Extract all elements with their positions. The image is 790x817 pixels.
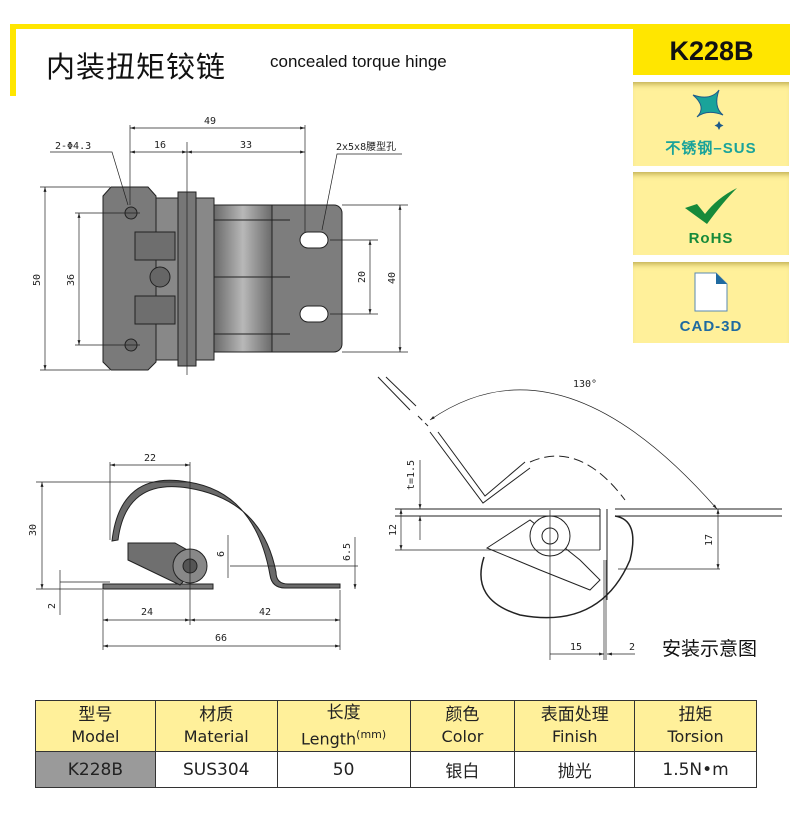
dim-24: 24: [141, 607, 153, 618]
dim-49: 49: [204, 116, 216, 127]
badge-label: CAD-3D: [679, 318, 743, 335]
dim-15: 15: [570, 642, 582, 653]
dim-20: 20: [357, 271, 368, 283]
cell-finish: 抛光: [514, 751, 636, 788]
dim-16: 16: [154, 140, 166, 151]
dim-17: 17: [704, 534, 715, 546]
dim-2-install: 2: [629, 642, 635, 653]
install-caption: 安装示意图: [662, 638, 758, 660]
cell-material: SUS304: [154, 751, 278, 788]
model-badge: K228B: [633, 28, 790, 75]
badge-rohs: RoHS: [633, 172, 789, 255]
cell-length: 50: [276, 751, 411, 788]
dim-33: 33: [240, 140, 252, 151]
dim-30: 30: [28, 524, 39, 536]
document-icon: [694, 272, 728, 312]
dim-36: 36: [66, 274, 77, 286]
badge-label: 不锈钢–SUS: [665, 140, 757, 157]
badge-stainless: 不锈钢–SUS: [633, 82, 789, 166]
sparkle-icon: [692, 89, 724, 130]
technical-drawings: 49 16 33 2-Φ4.3 2x5x8腰型孔 50 36 20 40: [28, 116, 782, 660]
yellow-frame-left: [10, 24, 16, 96]
checkmark-icon: [685, 188, 737, 224]
yellow-frame-top: [10, 24, 790, 29]
dim-66: 66: [215, 633, 227, 644]
dim-angle: 130°: [573, 379, 597, 390]
title-english: concealed torque hinge: [270, 52, 447, 71]
dim-40: 40: [387, 272, 398, 284]
cell-torsion: 1.5N•m: [634, 751, 757, 788]
hole-note: 2-Φ4.3: [55, 141, 91, 152]
dim-42: 42: [259, 607, 271, 618]
side-view: [36, 462, 358, 650]
dim-22: 22: [144, 453, 156, 464]
dim-6: 6: [216, 551, 227, 557]
table-row: K228B SUS304 50 银白 抛光 1.5N•m: [35, 751, 757, 788]
install-view: [377, 376, 782, 660]
dim-2: 2: [47, 603, 58, 609]
dim-6-5: 6.5: [342, 543, 353, 561]
cell-model: K228B: [35, 751, 156, 788]
install-view-dimensions: 130° t=1.5 12 17 15 2: [388, 379, 715, 653]
title-chinese: 内装扭矩铰链: [46, 50, 227, 84]
slot-note: 2x5x8腰型孔: [336, 140, 396, 153]
badge-label: RoHS: [688, 230, 734, 247]
top-view-dimensions: 49 16 33 2-Φ4.3 2x5x8腰型孔 50 36 20 40: [32, 116, 398, 286]
cell-color: 银白: [409, 751, 516, 788]
badge-cad: CAD-3D: [633, 262, 789, 343]
dim-thickness: t=1.5: [406, 460, 417, 490]
dim-12: 12: [388, 524, 399, 536]
top-view: [40, 125, 408, 375]
dim-50: 50: [32, 274, 43, 286]
side-view-dimensions: 22 30 6 6.5 2 24 42 66: [28, 453, 353, 644]
